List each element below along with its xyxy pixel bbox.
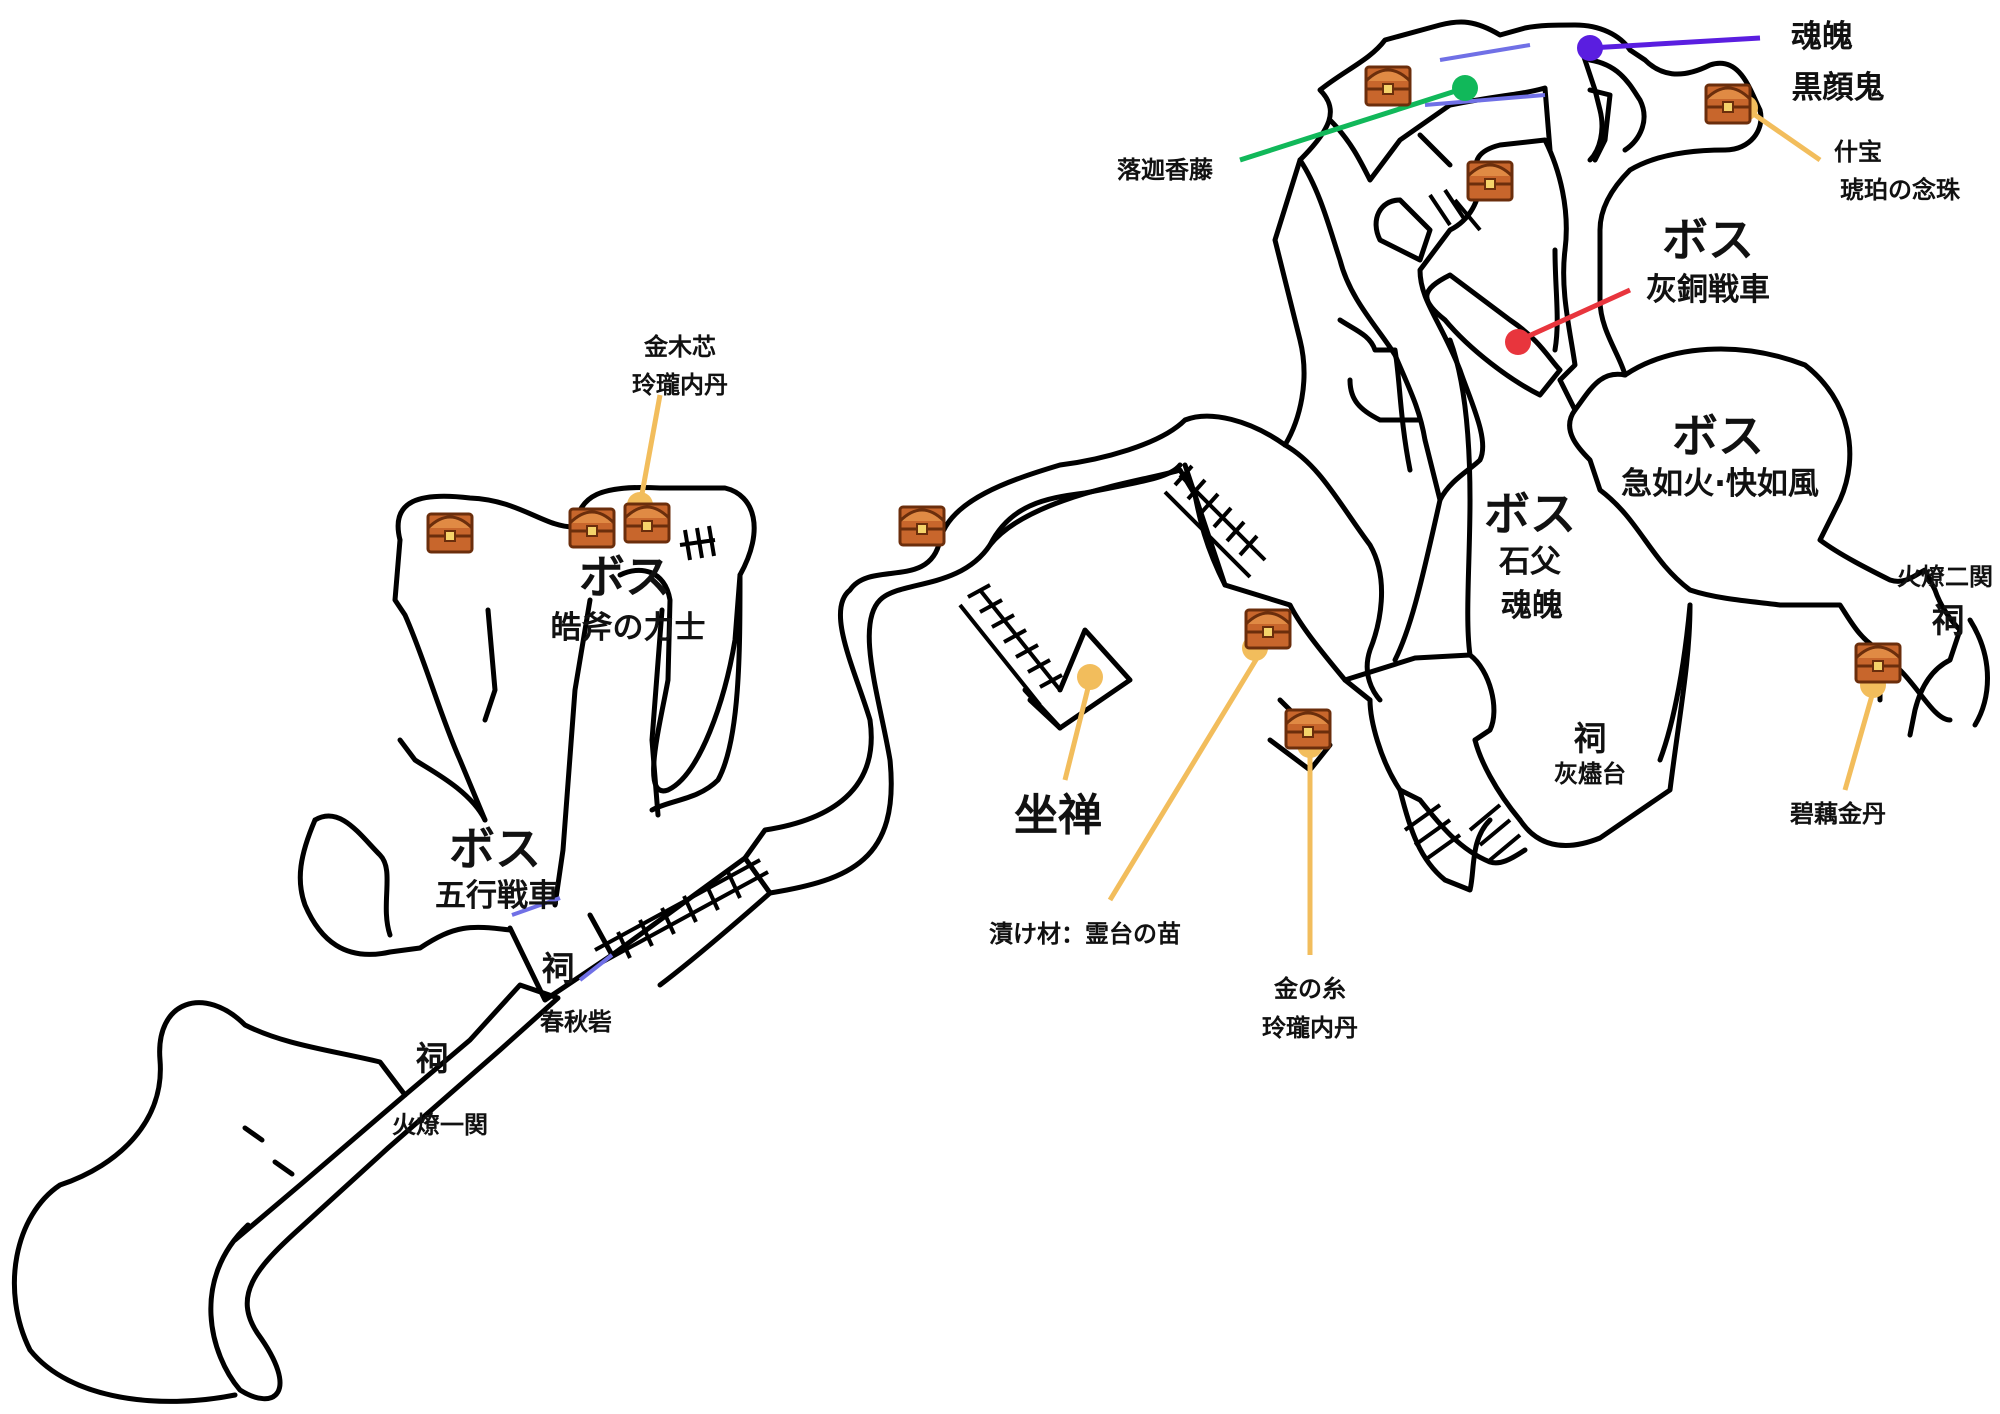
boss-label-kyujo: ボス 急如火·快如風: [1621, 409, 1819, 502]
boss-name: 急如火·快如風: [1621, 466, 1819, 502]
location-dot-icon: [1077, 664, 1103, 690]
shrine-name: 春秋砦: [540, 1008, 612, 1036]
treasure-chest-icon: [568, 507, 616, 549]
boss-label-sekifu: ボス 石父 魂魄: [1484, 487, 1576, 624]
item-name: 金木芯: [643, 333, 716, 361]
item-label-hekigu: 碧藕金丹: [1789, 800, 1886, 828]
shrine-glyph: 祠: [1932, 601, 1965, 640]
treasure-chest-icon: [623, 502, 671, 544]
item-label-top-left: 金木芯 玲瓏内丹: [632, 333, 728, 399]
boss-name: 魂魄: [1501, 588, 1563, 624]
boss-title: ボス: [449, 822, 541, 876]
boss-title: ボス: [1484, 487, 1576, 541]
enemy-label-kokugan: 黒顔鬼: [1792, 70, 1885, 106]
treasure-chest-icon: [1854, 642, 1902, 684]
treasure-chest-icon: [1244, 608, 1292, 650]
cave-walls: [11, 19, 1990, 1404]
shrine-glyph: 祠: [542, 949, 575, 988]
leader-lines: [637, 35, 1878, 955]
item-label-tsukezai: 漬け材：霊台の苗: [989, 920, 1181, 948]
shrine-glyph: 祠: [416, 1039, 449, 1078]
item-name: 什宝: [1834, 138, 1882, 166]
boss-name: 石父: [1498, 544, 1561, 580]
location-dot-icon: [1577, 35, 1603, 61]
shrine-name: 火燎二関: [1897, 563, 1993, 591]
meditation-spot-label: 坐禅: [1014, 790, 1102, 841]
item-name: 玲瓏内丹: [632, 371, 728, 399]
item-label-juuhou: 什宝 琥珀の念珠: [1834, 138, 1961, 204]
item-label-rakka: 落迦香藤: [1117, 156, 1214, 184]
shrine-shunjuu: 祠 春秋砦: [540, 949, 612, 1036]
boss-name: 皓斧の力士: [551, 610, 706, 646]
boss-label-gokou: ボス 五行戦車: [435, 822, 559, 914]
stairs: [594, 188, 1522, 964]
location-markers: [627, 35, 1886, 758]
treasure-chest-icon: [1284, 708, 1332, 750]
shrine-glyph: 祠: [1574, 719, 1607, 758]
item-label-kinnoito: 金の糸 玲瓏内丹: [1262, 975, 1358, 1042]
location-dot-icon: [1505, 329, 1531, 355]
item-name: 金の糸: [1273, 975, 1346, 1003]
gates: [511, 43, 1546, 982]
shrine-kaijin: 祠 灰燼台: [1554, 719, 1626, 788]
boss-title: ボス: [579, 550, 671, 604]
boss-label-kouhu: ボス 皓斧の力士: [551, 550, 706, 646]
boss-name: 灰銅戦車: [1646, 272, 1770, 308]
treasure-chest-icon: [426, 512, 474, 554]
item-name: 玲瓏内丹: [1262, 1014, 1358, 1042]
item-name: 琥珀の念珠: [1840, 176, 1961, 204]
shrine-name: 灰燼台: [1554, 760, 1626, 788]
boss-name: 五行戦車: [435, 878, 559, 914]
shrine-kaoryou-ni: 火燎二関 祠: [1897, 563, 1993, 640]
boss-label-haidou: ボス 灰銅戦車: [1646, 213, 1770, 308]
shrine-kaoryou-ichi: 祠 火燎一関: [392, 1039, 488, 1139]
treasure-chest-icon: [898, 505, 946, 547]
treasure-chest-icon: [1466, 160, 1514, 202]
location-dot-icon: [1452, 75, 1478, 101]
shrine-name: 火燎一関: [392, 1111, 488, 1139]
boss-title: ボス: [1662, 213, 1754, 267]
enemy-label-konpaku: 魂魄: [1791, 19, 1853, 55]
treasure-chest-icon: [1364, 65, 1412, 107]
boss-title: ボス: [1672, 409, 1764, 463]
treasure-chest-icon: [1704, 83, 1752, 125]
